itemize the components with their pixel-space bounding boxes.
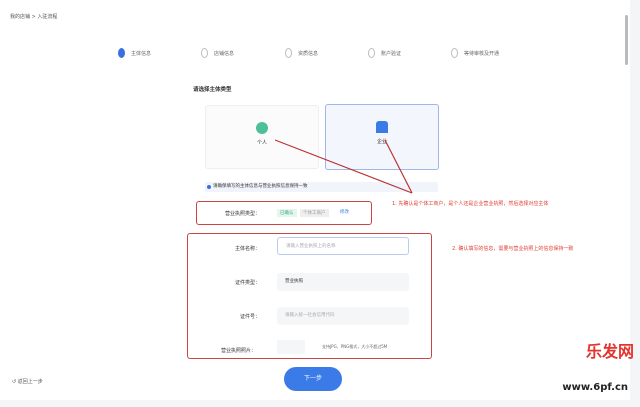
step-1: 主体信息 bbox=[118, 48, 151, 58]
building-icon bbox=[376, 121, 388, 133]
step-label: 资质信息 bbox=[298, 50, 319, 57]
step-dot-icon bbox=[118, 48, 125, 58]
info-bar: 请确保填写的主体信息与营业执照信息保持一致 bbox=[205, 182, 438, 192]
field-label: 证件号： bbox=[239, 314, 260, 320]
back-label: 返回上一步 bbox=[17, 379, 43, 385]
step-label: 主体信息 bbox=[131, 50, 152, 57]
license-value: 个体工商户 bbox=[300, 209, 329, 217]
id-number-input[interactable]: 请输入统一社会信用代码 bbox=[277, 307, 409, 325]
scrollbar[interactable] bbox=[625, 15, 628, 65]
step-label: 账户验证 bbox=[381, 50, 402, 57]
section-title: 请选择主体类型 bbox=[193, 87, 232, 93]
breadcrumb-item[interactable]: 我的店铺 bbox=[10, 14, 31, 20]
watermark-url: www.6pf.cn bbox=[562, 382, 628, 393]
id-type-select[interactable]: 营业执照 bbox=[277, 273, 409, 291]
card-enterprise[interactable]: 企业 bbox=[325, 104, 439, 170]
step-5: 等待审核及开通 bbox=[451, 48, 499, 58]
field-label: 营业执照照片： bbox=[220, 348, 256, 354]
breadcrumb: 我的店铺 > 入驻流程 bbox=[10, 14, 58, 20]
info-text: 请确保填写的主体信息与营业执照信息保持一致 bbox=[213, 184, 308, 189]
step-label: 店铺信息 bbox=[214, 50, 235, 57]
step-dot-icon bbox=[368, 48, 375, 58]
step-dot-icon bbox=[451, 48, 458, 58]
card-label: 企业 bbox=[376, 139, 387, 145]
step-dot-icon bbox=[285, 48, 292, 58]
step-dot-icon bbox=[201, 48, 208, 58]
step-label: 等待审核及开通 bbox=[464, 50, 500, 57]
upload-button[interactable] bbox=[277, 340, 305, 354]
back-link[interactable]: ↺ 返回上一步 bbox=[12, 379, 43, 385]
step-3: 资质信息 bbox=[285, 48, 318, 58]
annotation-box-1 bbox=[196, 201, 372, 225]
next-button[interactable]: 下一步 bbox=[284, 367, 342, 391]
field-label: 主体名称： bbox=[234, 246, 260, 252]
annotation-box-2 bbox=[187, 233, 432, 359]
step-2: 店铺信息 bbox=[201, 48, 234, 58]
breadcrumb-current: 入驻流程 bbox=[37, 14, 58, 20]
page: 我的店铺 > 入驻流程 主体信息 店铺信息 资质信息 账户验证 等待审核及开通 … bbox=[0, 0, 630, 400]
subject-name-input[interactable]: 请输入营业执照上的名称 bbox=[277, 237, 409, 255]
step-4: 账户验证 bbox=[368, 48, 401, 58]
annotation-note-1: 1. 先确认是个体工商户，是个人还是企业营业执照，然后选择对应主体 bbox=[392, 201, 549, 207]
person-icon bbox=[256, 122, 268, 134]
license-tag: 已确认 bbox=[277, 209, 297, 217]
info-icon bbox=[207, 185, 211, 189]
modify-link[interactable]: 修改 bbox=[340, 210, 349, 215]
watermark-logo: 乐发网 bbox=[585, 342, 634, 361]
card-label: 个人 bbox=[256, 140, 267, 146]
field-label: 证件类型： bbox=[234, 280, 260, 286]
card-individual[interactable]: 个人 bbox=[205, 105, 319, 169]
annotation-note-2: 2. 确认填写的信息，需要与营业执照上的信息保持一致 bbox=[452, 246, 574, 252]
license-label: 营业执照类型： bbox=[224, 211, 260, 217]
upload-hint: 支持JPG、PNG格式，大小不超过5M bbox=[322, 344, 388, 349]
